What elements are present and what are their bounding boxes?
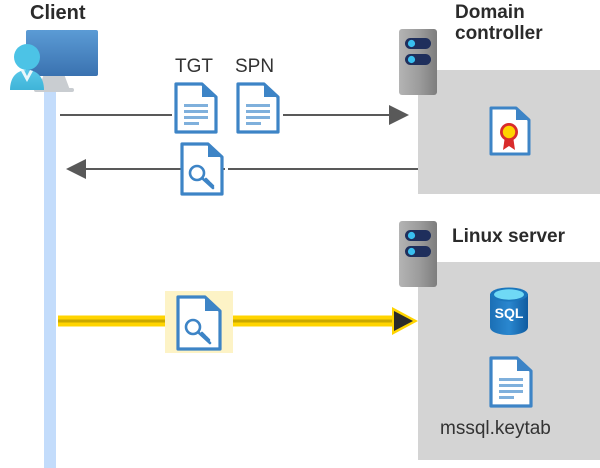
client-lifeline (44, 84, 56, 468)
arrow-client-to-linux (58, 307, 418, 335)
ticket-key-document-icon (180, 142, 224, 196)
linux-server-icon (399, 221, 437, 287)
tgt-label: TGT (175, 56, 213, 77)
certificate-document-icon (489, 106, 531, 156)
tgt-document-icon (174, 82, 218, 134)
spn-document-icon (236, 82, 280, 134)
linux-server-title: Linux server (452, 226, 565, 247)
domain-controller-title: Domain controller (455, 2, 543, 45)
keytab-key-document-icon (176, 295, 222, 351)
domain-controller-server-icon (399, 29, 437, 95)
client-title: Client (30, 2, 86, 24)
user-computer-icon (10, 30, 98, 92)
sql-database-icon: SQL (490, 287, 528, 335)
spn-label: SPN (235, 56, 275, 77)
keytab-filename-label: mssql.keytab (440, 418, 551, 439)
keytab-document-icon (489, 356, 533, 408)
sql-label: SQL (495, 305, 524, 321)
